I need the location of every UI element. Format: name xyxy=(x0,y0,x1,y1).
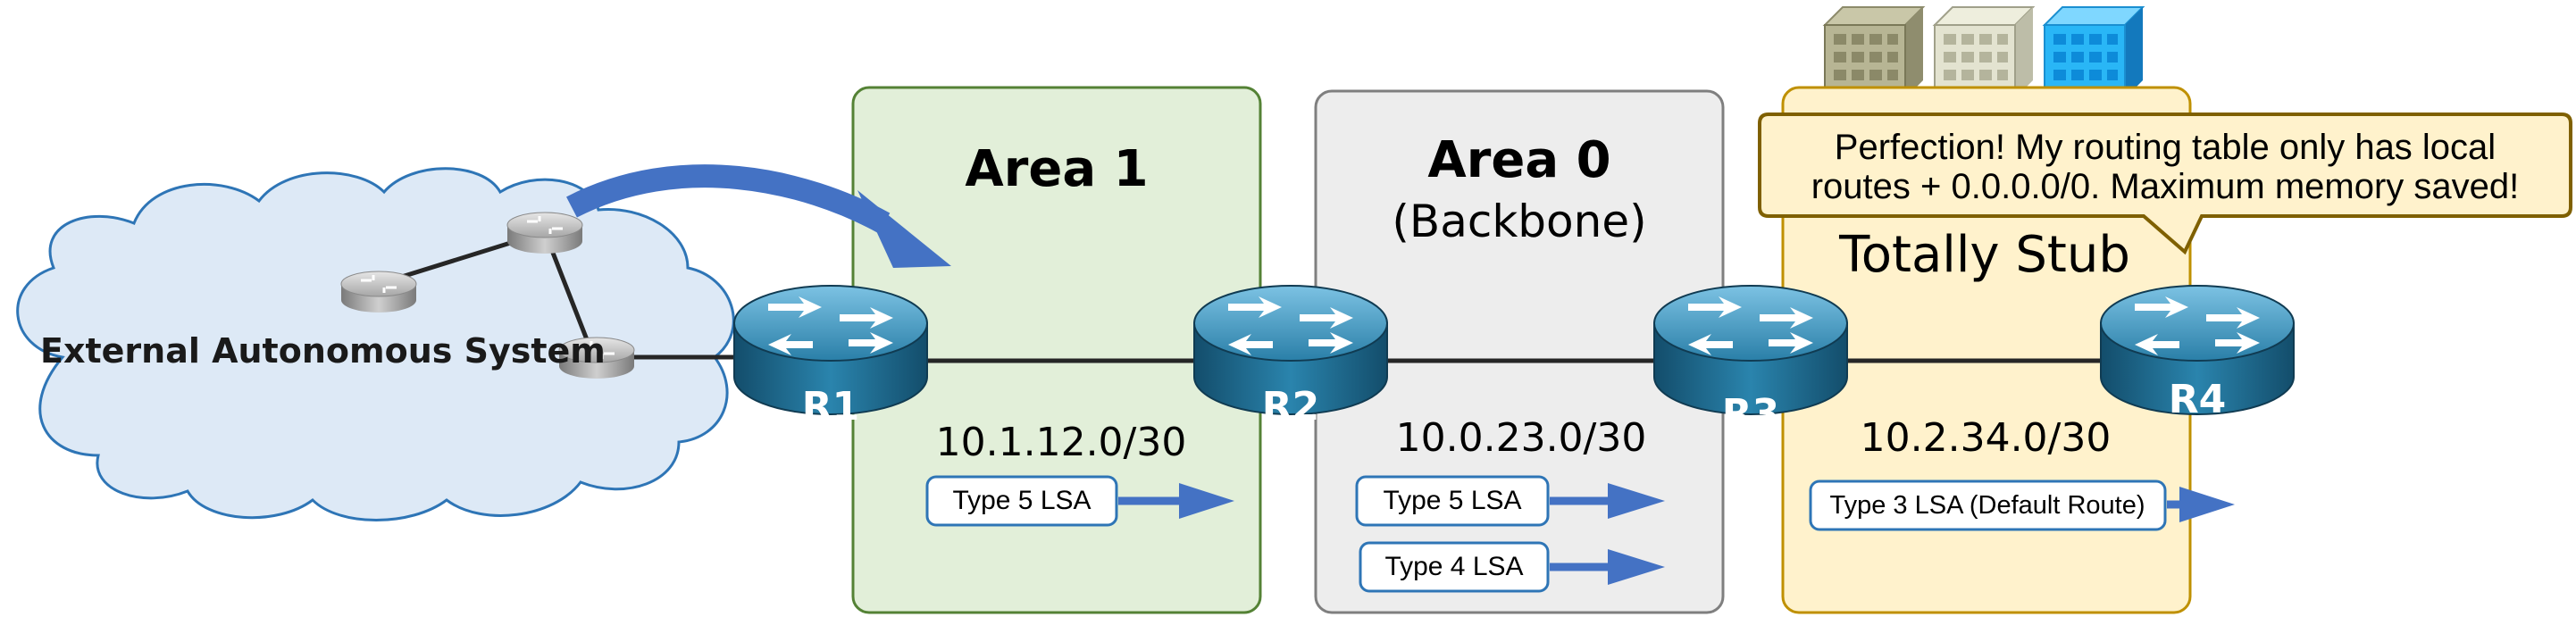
router-r4-icon xyxy=(2100,285,2295,415)
router-r4-label: R4 xyxy=(2169,377,2227,422)
callout-bubble xyxy=(1758,113,2572,255)
lsa-label: Type 3 LSA (Default Route) xyxy=(1829,491,2145,520)
lsa-arrowhead xyxy=(1608,549,1665,585)
router-r1-icon xyxy=(733,285,928,415)
lsa-box xyxy=(1359,541,1550,593)
callout-line-2: routes + 0.0.0.0/0. Maximum memory saved… xyxy=(1811,167,2520,206)
router-r2-icon xyxy=(1193,285,1388,415)
area-1-title: Area 1 xyxy=(965,140,1148,198)
lsa-label: Type 5 LSA xyxy=(1383,486,1521,515)
lsa-arrowhead xyxy=(1608,483,1665,519)
area-0-subtitle: (Backbone) xyxy=(1392,196,1646,247)
stub-area-title: Totally Stub xyxy=(1838,226,2130,284)
area-0-title: Area 0 xyxy=(1427,131,1610,189)
lsa-arrowhead xyxy=(1179,483,1234,519)
lsa-box xyxy=(925,475,1118,527)
external-as-label: External Autonomous System xyxy=(40,331,606,371)
router-r3-label: R3 xyxy=(1722,391,1780,437)
subnet-label-r2-r3: 10.0.23.0/30 xyxy=(1396,415,1647,461)
lsa-label: Type 5 LSA xyxy=(952,486,1091,515)
lsa-box xyxy=(1355,475,1550,527)
small-router-icon xyxy=(506,212,583,254)
small-router-icon xyxy=(340,271,417,313)
buildings-icon xyxy=(1822,6,2145,99)
lsa-box xyxy=(1809,479,2167,531)
subnet-label-r1-r2: 10.1.12.0/30 xyxy=(936,420,1187,465)
subnet-label-r3-r4: 10.2.34.0/30 xyxy=(1861,415,2112,461)
redistribution-arrowhead xyxy=(857,190,951,268)
lsa-arrowhead xyxy=(2179,487,2235,522)
redistribution-arrow xyxy=(566,164,891,234)
lsa-label: Type 4 LSA xyxy=(1384,552,1523,581)
router-r2-label: R2 xyxy=(1262,384,1320,429)
small-router-icon xyxy=(558,337,635,379)
router-r1-label: R1 xyxy=(802,384,860,429)
router-r3-icon xyxy=(1653,285,1848,415)
callout-line-1: Perfection! My routing table only has lo… xyxy=(1835,128,2496,167)
